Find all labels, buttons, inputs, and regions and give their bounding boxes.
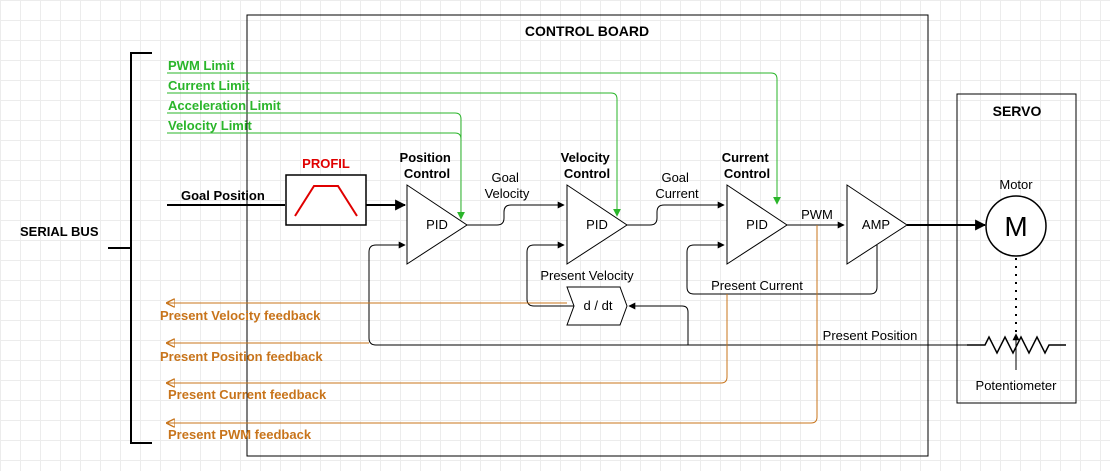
- serial-bus-bracket: [108, 52, 152, 444]
- present-position-label: Present Position: [823, 328, 918, 343]
- motor-icon: [985, 195, 1047, 257]
- limit-lines: [167, 72, 781, 220]
- potentiometer-label: Potentiometer: [976, 378, 1058, 393]
- current-pid-block: [726, 184, 788, 265]
- acceleration-limit-label: Acceleration Limit: [168, 98, 281, 113]
- position-control-title: Position Control: [400, 150, 455, 181]
- control-board-title: CONTROL BOARD: [525, 23, 649, 39]
- goal-velocity-line: [467, 201, 565, 226]
- amp-label: AMP: [862, 217, 890, 232]
- profile-trapezoid-icon: [294, 185, 358, 217]
- serial-bus-label: SERIAL BUS: [20, 224, 99, 239]
- feedback-lines: [167, 225, 818, 423]
- present-pwm-feedback-line: [167, 225, 818, 423]
- current-pid-label: PID: [746, 217, 768, 232]
- pwm-label: PWM: [801, 207, 833, 222]
- present-current-feedback-line: [167, 294, 728, 383]
- motor-symbol: M: [1004, 211, 1027, 242]
- goal-current-line: [627, 201, 725, 226]
- potentiometer-icon: [967, 335, 1066, 355]
- present-position-loop: [368, 241, 967, 346]
- present-position-feedback-label: Present Position feedback: [160, 349, 323, 364]
- goal-current-label: Goal Current: [655, 170, 699, 201]
- present-current-label: Present Current: [711, 278, 803, 293]
- goal-velocity-label: Goal Velocity: [485, 170, 530, 201]
- velocity-pid-label: PID: [586, 217, 608, 232]
- pwm-limit-label: PWM Limit: [168, 58, 235, 73]
- profile-block: [285, 174, 367, 226]
- position-pid-block: [406, 184, 468, 265]
- velocity-limit-line: [167, 132, 462, 219]
- present-velocity-loop: [526, 241, 574, 307]
- goal-position-label: Goal Position: [181, 188, 265, 203]
- present-velocity-feedback-label: Present Velocity feedback: [160, 308, 321, 323]
- derivative-label: d / dt: [584, 298, 613, 313]
- current-control-title: Current Control: [722, 150, 773, 181]
- current-limit-line: [167, 92, 621, 217]
- present-current-loop: [686, 241, 878, 295]
- velocity-control-title: Velocity Control: [561, 150, 614, 181]
- velocity-limit-label: Velocity Limit: [168, 118, 252, 133]
- servo-frame: [956, 93, 1077, 404]
- profile-label: PROFIL: [302, 156, 350, 171]
- present-velocity-label: Present Velocity: [540, 268, 634, 283]
- amp-block: [846, 184, 908, 265]
- control-board-frame: [246, 14, 929, 457]
- current-limit-label: Current Limit: [168, 78, 250, 93]
- motor-label: Motor: [999, 177, 1033, 192]
- servo-title: SERVO: [993, 103, 1042, 119]
- present-current-feedback-label: Present Current feedback: [168, 387, 327, 402]
- position-to-derivative-line: [628, 302, 689, 345]
- acceleration-limit-line: [167, 112, 465, 220]
- pwm-limit-line: [167, 72, 781, 205]
- position-pid-label: PID: [426, 217, 448, 232]
- present-pwm-feedback-label: Present PWM feedback: [168, 427, 312, 442]
- velocity-pid-block: [566, 184, 628, 265]
